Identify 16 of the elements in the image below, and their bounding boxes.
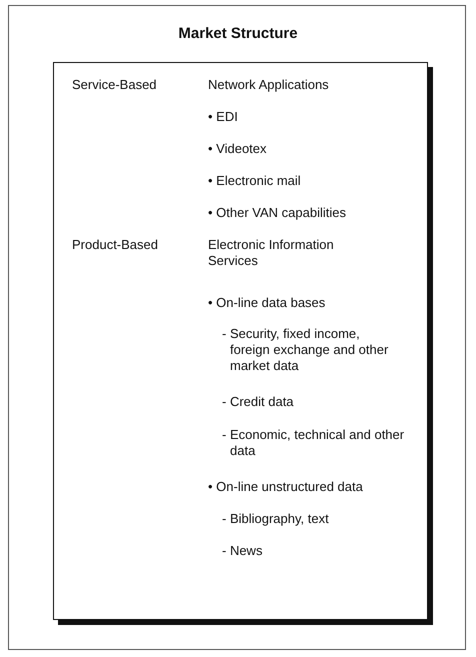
list-item: • Electronic mail [208,173,302,189]
list-item: • EDI [208,109,239,125]
sub-list-item: - Bibliography, text [222,511,330,527]
category-heading: Electronic Information Services [208,237,335,269]
sub-list-item: - Credit data [222,394,295,410]
list-item: • On-line data bases [208,295,326,311]
list-item: • Other VAN capabilities [208,205,347,221]
sub-list-item: - Economic, technical and other data [222,427,406,459]
sub-list-item: - News [222,543,264,559]
row-heading: Product-Based [72,237,159,253]
title: Market Structure [177,25,299,42]
list-item: • Videotex [208,141,268,157]
sub-list-item: - Security, fixed income, foreign exchange and other market data [222,326,390,374]
row-heading: Service-Based [72,77,158,93]
category-heading: Network Applications [208,77,330,93]
list-item: • On-line unstructured data [208,479,364,495]
